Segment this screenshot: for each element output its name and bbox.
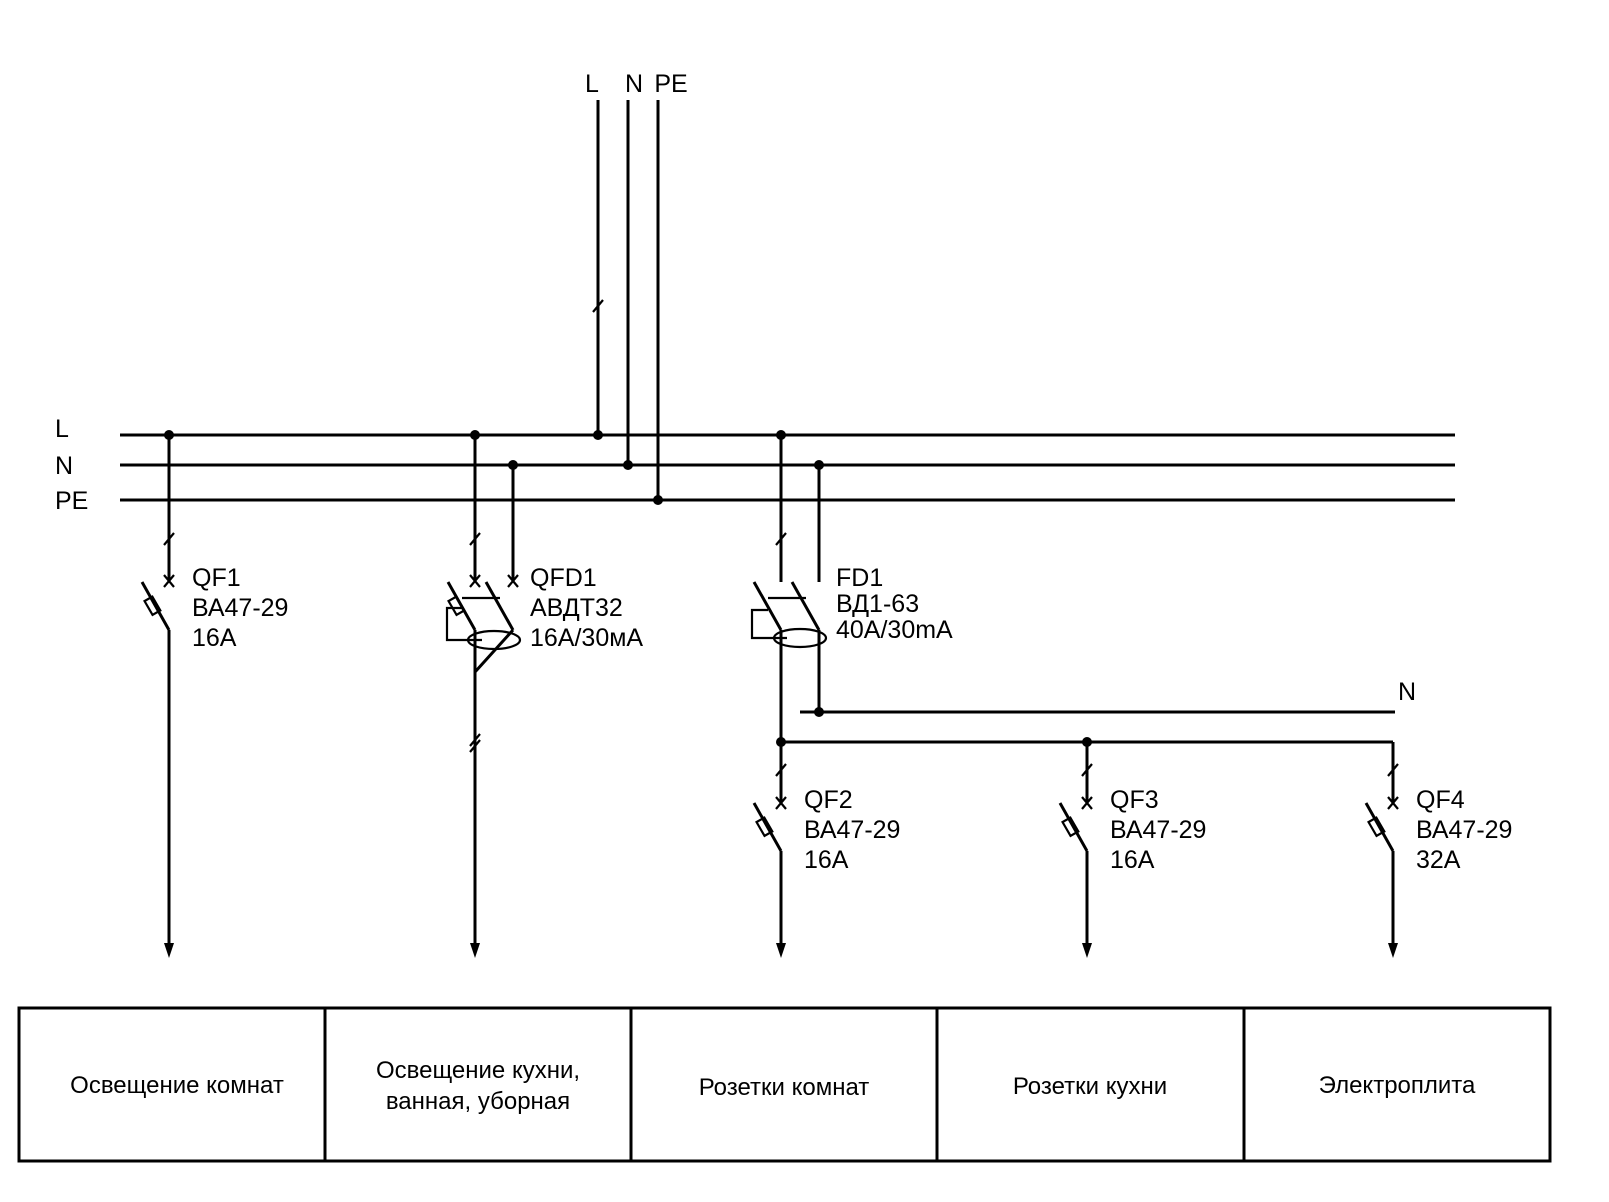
- fd1-id: FD1: [836, 564, 883, 592]
- arrow-down-icon: [1388, 943, 1398, 958]
- arrow-down-icon: [1082, 943, 1092, 958]
- junction-dot: [653, 495, 663, 505]
- arrow-down-icon: [776, 943, 786, 958]
- tick-mark: [469, 532, 481, 546]
- incoming-feed: L N PE: [585, 70, 688, 500]
- fd1-model: ВД1-63: [836, 590, 919, 618]
- feed-tick-mark: [592, 299, 604, 313]
- breaker-switch-blade: [1364, 802, 1395, 852]
- tick-mark: [469, 733, 481, 747]
- qf1-id: QF1: [192, 564, 241, 592]
- load-cell-room-sockets: Розетки комнат: [699, 1074, 870, 1101]
- feed-label-l: L: [585, 70, 599, 98]
- junction-dot: [593, 430, 603, 440]
- branch-qf4: QF4 ВА47-29 32А: [1364, 760, 1512, 958]
- branch-qfd1: QFD1 АВДТ32 16А/30мА: [445, 430, 643, 958]
- bus-label-n: N: [55, 452, 73, 480]
- qfd1-rating: 16А/30мА: [530, 624, 643, 652]
- qfd1-id: QFD1: [530, 564, 597, 592]
- junction-dot: [814, 707, 824, 717]
- breaker-switch-blade: [1058, 802, 1089, 852]
- load-cell-room-lighting: Освещение комнат: [70, 1072, 284, 1099]
- current-transformer-icon: [772, 627, 828, 649]
- load-cell-kitchen-lighting-line1: Освещение кухни,: [376, 1057, 580, 1084]
- qf3-id: QF3: [1110, 786, 1159, 814]
- rcd-trip-circuit: [445, 606, 482, 642]
- thermal-release-icon: [143, 595, 162, 617]
- branch-fd1: FD1 ВД1-63 40А/30mА N: [750, 430, 1416, 760]
- qf2-id: QF2: [804, 786, 853, 814]
- contact-cross: [1081, 796, 1093, 810]
- thermal-release-icon: [1061, 816, 1080, 838]
- breaker-switch-blade: [752, 802, 783, 852]
- tick-mark: [1081, 763, 1093, 777]
- qf1-rating: 16А: [192, 624, 237, 652]
- junction-dot: [623, 460, 633, 470]
- contact-cross: [163, 574, 175, 588]
- load-cell-electric-stove: Электроплита: [1319, 1072, 1476, 1099]
- contact-cross: [775, 796, 787, 810]
- rcd-switch-blade: [752, 581, 783, 631]
- busbars: L N PE: [55, 415, 1455, 515]
- thermal-release-icon: [1367, 816, 1386, 838]
- branch-qf1: QF1 ВА47-29 16А: [140, 430, 288, 958]
- load-table: Освещение комнат Освещение кухни, ванная…: [17, 1006, 1552, 1163]
- qf4-model: ВА47-29: [1416, 816, 1512, 844]
- branch-qf2: QF2 ВА47-29 16А: [752, 742, 900, 958]
- branch-qf3: QF3 ВА47-29 16А: [1058, 742, 1206, 958]
- load-cell-kitchen-lighting-line2: ванная, уборная: [386, 1088, 570, 1115]
- qf2-rating: 16А: [804, 846, 849, 874]
- rcd-trip-circuit: [750, 608, 787, 640]
- tick-mark: [1387, 763, 1399, 777]
- qf4-id: QF4: [1416, 786, 1465, 814]
- contact-cross: [1387, 796, 1399, 810]
- tick-mark: [163, 532, 175, 546]
- load-table-border: [17, 1006, 1552, 1163]
- qf3-model: ВА47-29: [1110, 816, 1206, 844]
- breaker-switch-blade: [484, 581, 515, 631]
- tick-mark: [775, 763, 787, 777]
- feed-label-pe: PE: [654, 70, 687, 98]
- qf4-rating: 32А: [1416, 846, 1461, 874]
- arrow-down-icon: [470, 943, 480, 958]
- wire: [473, 628, 515, 674]
- qf2-model: ВА47-29: [804, 816, 900, 844]
- n-branch-label: N: [1398, 678, 1416, 706]
- fd1-rating: 40А/30mА: [836, 616, 953, 644]
- bus-label-l: L: [55, 415, 69, 443]
- breaker-switch-blade: [140, 581, 171, 631]
- qf1-model: ВА47-29: [192, 594, 288, 622]
- bus-label-pe: PE: [55, 487, 88, 515]
- thermal-release-icon: [755, 816, 774, 838]
- arrow-down-icon: [164, 943, 174, 958]
- load-cell-kitchen-sockets: Розетки кухни: [1013, 1073, 1167, 1100]
- contact-cross: [507, 574, 519, 588]
- qf3-rating: 16А: [1110, 846, 1155, 874]
- contact-cross: [469, 574, 481, 588]
- rcd-switch-blade: [790, 581, 821, 631]
- feed-label-n: N: [625, 70, 643, 98]
- qfd1-model: АВДТ32: [530, 594, 623, 622]
- tick-mark: [469, 739, 481, 753]
- tick-mark: [775, 532, 787, 546]
